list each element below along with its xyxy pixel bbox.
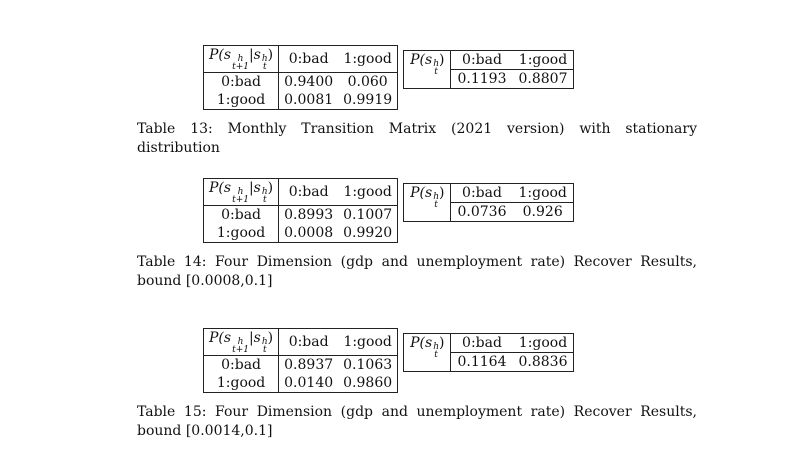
table-row: 0:bad 0.8937 0.1063 [203,355,398,374]
table-cell: 0.8937 [284,357,334,373]
column-header: 1:good [338,328,398,356]
table-cell: 0.1193 [457,71,507,87]
table-cell: 0.8836 [518,354,568,370]
table-14-caption: Table 14: Four Dimension (gdp and unempl… [137,254,697,289]
table-cell: 0.9919 [343,92,393,108]
column-header: 0:bad [278,328,339,356]
table-cell: 0.0081 [284,92,334,108]
column-header: 1:good [512,333,574,353]
table-cell: 0.1063 [343,357,393,373]
table-row: 0.0736 0.926 [404,203,574,222]
table-13-caption: Table 13: Monthly Transition Matrix (202… [137,121,697,156]
column-header: 0:bad [278,178,339,206]
column-header: 1:good [338,45,398,73]
table-cell: 0.060 [347,74,388,90]
table-cell: 0.8993 [284,207,334,223]
column-header: 0:bad [450,183,513,203]
row-label: 0:bad [203,355,280,374]
table-cell: 0.9860 [343,375,393,391]
table-row: 0:bad 0.9400 0.060 [203,72,398,91]
table-cell: 0.0736 [457,204,507,220]
table-15-caption: Table 15: Four Dimension (gdp and unempl… [137,404,697,439]
table-cell: 0.0140 [284,375,334,391]
table-cell: 0.9400 [284,74,334,90]
column-header: 1:good [512,50,574,70]
table-row: 0.1193 0.8807 [404,70,574,89]
table-cell: 0.1164 [457,354,507,370]
column-header: 1:good [338,178,398,206]
table-cell: 0.8807 [518,71,568,87]
table-row: 1:good 0.0140 0.9860 [203,374,398,393]
column-header: 1:good [512,183,574,203]
row-label: 0:bad [203,205,280,224]
table-row: 0.1164 0.8836 [404,353,574,372]
row-label: 1:good [203,374,280,393]
column-header: 0:bad [450,333,513,353]
row-label: 1:good [203,224,280,243]
table-row: 0:bad 0.8993 0.1007 [203,205,398,224]
table-cell: 0.9920 [343,225,393,241]
table-cell: 0.926 [522,204,563,220]
column-header: 0:bad [450,50,513,70]
table-cell: 0.0008 [284,225,334,241]
table-row: 1:good 0.0081 0.9919 [203,91,398,110]
row-label: 0:bad [203,72,280,91]
row-label: 1:good [203,91,280,110]
table-cell: 0.1007 [343,207,393,223]
table-row: 1:good 0.0008 0.9920 [203,224,398,243]
column-header: 0:bad [278,45,339,73]
